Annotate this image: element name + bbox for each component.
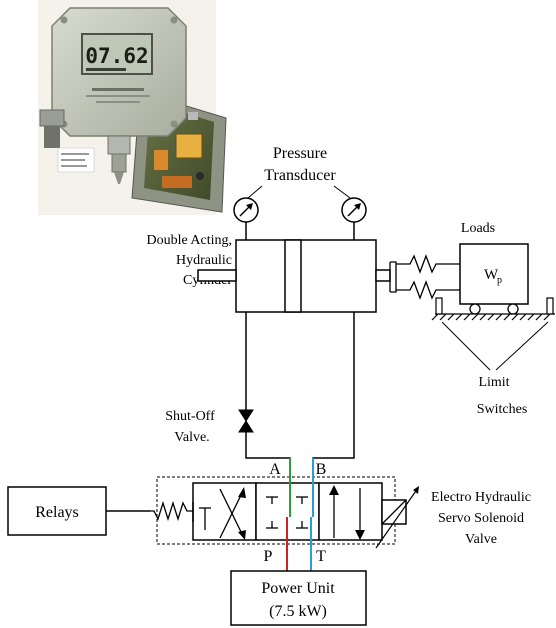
load-weight-label: W: [484, 267, 499, 283]
port-t-label: T: [316, 548, 326, 565]
pressure-label: Pressure: [273, 145, 327, 162]
spring-coupling: [389, 254, 460, 300]
pressure-gauge-photo: 07.62: [38, 0, 227, 215]
relays-label: Relays: [35, 504, 79, 521]
port-p-label: P: [264, 548, 273, 565]
load-weight-subscript: p: [497, 275, 502, 286]
servo-label-line3: Valve: [465, 532, 497, 547]
power-unit-label: Power Unit: [261, 580, 335, 597]
servo-valve: [150, 476, 419, 549]
switches-label: Switches: [477, 402, 528, 417]
loads-label: Loads: [461, 221, 495, 236]
shutoff-label: Shut-Off: [165, 409, 215, 424]
load-cart: W p: [459, 243, 529, 315]
hydraulic-cylinder: [197, 239, 391, 313]
power-unit-box: [230, 570, 367, 626]
shut-off-valve-icon: [238, 409, 254, 433]
double-acting-label: Double Acting,: [146, 233, 232, 248]
hydraulic-lines: [245, 312, 355, 480]
pressure-gauge-left-icon: [233, 197, 259, 238]
port-a-label: A: [269, 461, 281, 478]
servo-label-line1: Electro Hydraulic: [431, 490, 531, 505]
power-rating-label: (7.5 kW): [269, 603, 327, 620]
lcd-reading: 07.62: [85, 44, 148, 68]
port-b-label: B: [316, 461, 327, 478]
limit-switch-left: [435, 297, 443, 315]
transducer-label: Transducer: [264, 167, 336, 184]
ground-track: [431, 313, 555, 321]
pressure-gauge-right-icon: [341, 197, 367, 238]
valve-dot-label: Valve.: [174, 430, 209, 445]
hydraulic-label: Hydraulic: [176, 253, 232, 268]
limit-switch-right: [546, 297, 554, 315]
servo-label-line2: Servo Solenoid: [438, 511, 524, 526]
limit-label: Limit: [478, 375, 509, 390]
